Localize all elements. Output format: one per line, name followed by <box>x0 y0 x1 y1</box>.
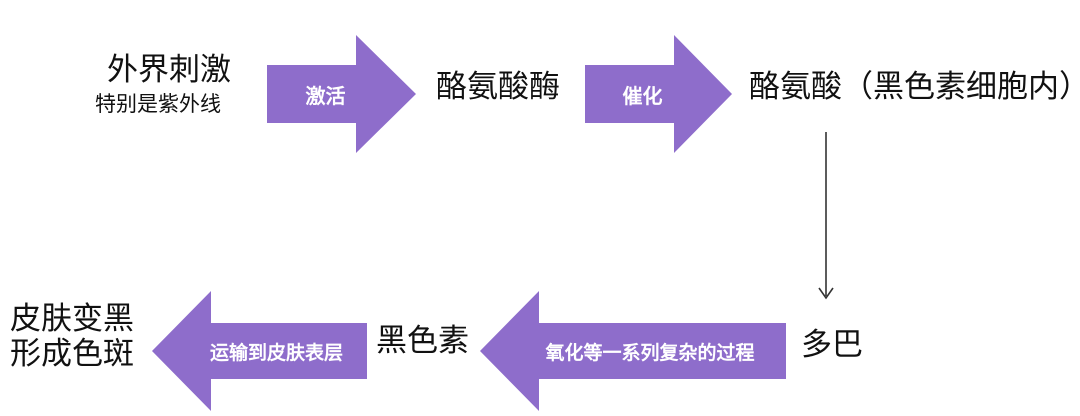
oxidize-arrow: 氧化等一系列复杂的过程 <box>480 291 786 411</box>
outcome-line2: 形成色斑 <box>10 336 134 372</box>
activate-label: 激活 <box>305 83 346 108</box>
tyrosinase-node: 酪氨酸酶 <box>436 69 560 105</box>
catalyze-label: 催化 <box>622 83 663 108</box>
right-arrow-shape <box>585 35 732 153</box>
tyrosine-node: 酪氨酸（黑色素细胞内） <box>749 69 1080 105</box>
down-connector-arrow <box>818 132 834 300</box>
oxidize-label: 氧化等一系列复杂的过程 <box>545 341 755 364</box>
stimulus-subtitle: 特别是紫外线 <box>95 92 221 116</box>
left-arrow-shape <box>480 291 786 411</box>
melanin-node: 黑色素 <box>376 323 469 359</box>
activate-arrow: 激活 <box>267 35 416 153</box>
transport-label: 运输到皮肤表层 <box>209 341 343 364</box>
transport-arrow: 运输到皮肤表层 <box>152 291 367 411</box>
left-arrow-shape <box>152 291 367 411</box>
dopa-node: 多巴 <box>801 327 863 363</box>
catalyze-arrow: 催化 <box>585 35 732 153</box>
stimulus-title: 外界刺激 <box>107 52 231 88</box>
right-arrow-shape <box>267 35 416 153</box>
outcome-line1: 皮肤变黑 <box>10 301 134 337</box>
